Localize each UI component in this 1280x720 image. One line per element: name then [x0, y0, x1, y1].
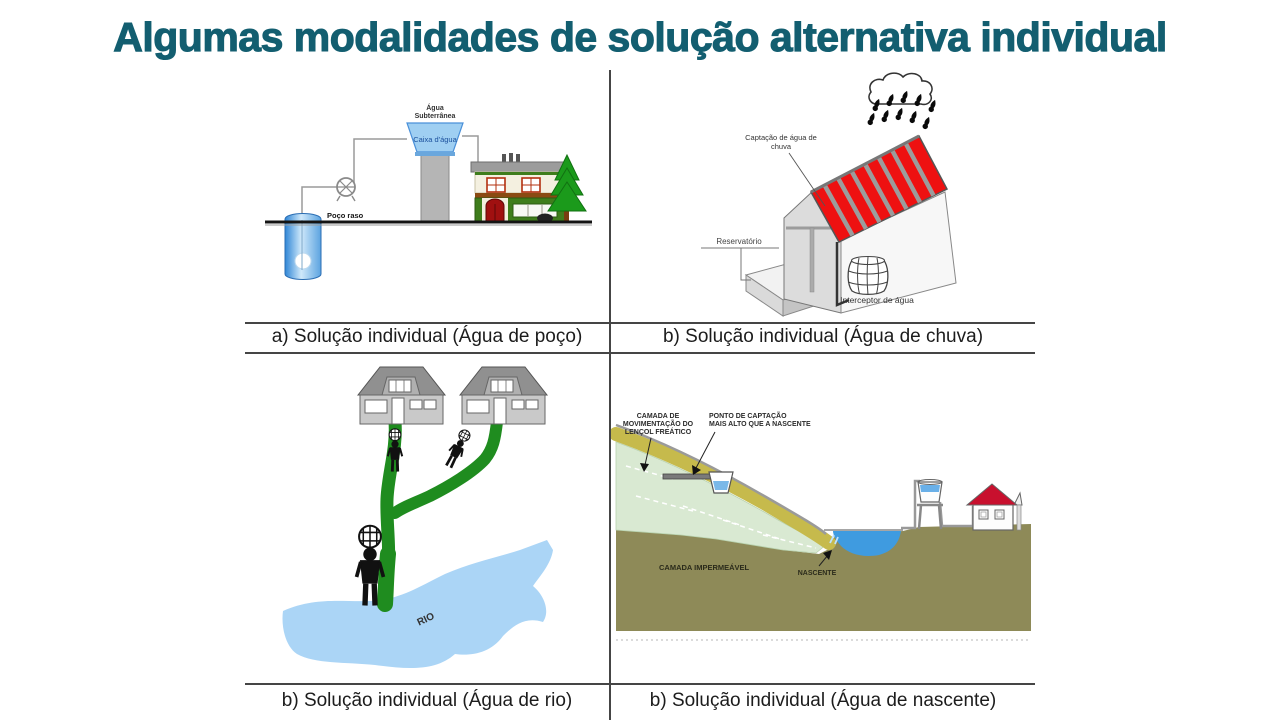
rain-house	[783, 134, 957, 314]
spring-splash	[829, 534, 839, 545]
caption-spring: b) Solução individual (Água de nascente)	[649, 690, 997, 711]
aquifer-layer	[615, 441, 828, 554]
page-title: Algumas modalidades de solução alternati…	[113, 13, 1168, 60]
well-diagram: Água Subterrânea Caixa d'água	[265, 103, 592, 280]
water-interceptor-barrel	[847, 255, 889, 296]
river-house	[458, 366, 549, 425]
water-tower	[406, 122, 464, 223]
pond	[833, 531, 901, 556]
person-carrying-water	[443, 427, 474, 470]
grid-line-mid	[245, 352, 1035, 354]
upper-window	[486, 177, 506, 193]
river-house	[356, 366, 447, 425]
water-tank-stand	[917, 503, 943, 530]
house	[470, 153, 570, 223]
intake-point-arrow-line	[695, 431, 716, 469]
red-roof	[809, 134, 949, 243]
pine-tree-icon	[547, 153, 587, 222]
rain-cloud-icon	[866, 72, 938, 130]
water-tank	[917, 479, 943, 503]
spring-house	[965, 483, 1023, 531]
slope-surface-line	[615, 423, 827, 535]
gutter-pipe	[835, 242, 850, 307]
water-tank-label: Caixa d'água	[413, 135, 457, 144]
intake-point-label-line2: MAIS ALTO QUE A NASCENTE	[709, 421, 811, 428]
groundwater-label-line2: Subterrânea	[415, 113, 456, 120]
caption-river: b) Solução individual (Água de rio)	[281, 690, 573, 711]
water-table-arrow-line	[644, 437, 652, 466]
collection-box	[708, 471, 734, 494]
upper-window	[521, 177, 541, 193]
catchment-label-line1: Captação de água de	[745, 133, 817, 142]
car	[537, 213, 553, 223]
reservoir-pointer-line	[701, 247, 779, 281]
caption-well: a) Solução individual (Água de poço)	[271, 326, 583, 347]
spring-label: NASCENTE	[798, 570, 837, 577]
well	[284, 213, 322, 280]
catchment-label-line2: chuva	[771, 142, 792, 151]
grid-line-top	[245, 322, 1035, 324]
pipes	[301, 135, 479, 270]
caption-rain: b) Solução individual (Água de chuva)	[662, 326, 984, 347]
catchment-pointer-line	[788, 152, 826, 207]
downspout	[1016, 504, 1022, 531]
water-table-label-line1: CAMADA DE	[637, 413, 680, 420]
shallow-well-label: Poço raso	[327, 211, 364, 220]
topsoil-layer	[611, 427, 836, 550]
spring-diagram: CAMADA DE MOVIMENTAÇÃO DO LENÇOL FREÁTIC…	[611, 411, 1031, 641]
pump-icon	[336, 177, 356, 202]
intake-pipe	[662, 473, 712, 480]
rain-diagram: Captação de água de chuva Reservatório I…	[701, 72, 957, 317]
reservoir-label: Reservatório	[716, 237, 762, 246]
intake-point-label-line1: PONTO DE CAPTAÇÃO	[709, 411, 787, 420]
impermeable-layer	[616, 524, 1031, 631]
ground-line	[265, 220, 592, 226]
groundwater-label-line1: Água	[426, 103, 444, 112]
spring-arrowhead	[823, 550, 832, 560]
water-table-label-line3: LENÇOL FREÁTICO	[625, 427, 692, 436]
diagram-grid: Água Subterrânea Caixa d'água	[245, 70, 1035, 720]
water-table-label-line2: MOVIMENTAÇÃO DO	[623, 419, 694, 428]
grid-line-vertical	[609, 70, 611, 720]
river	[282, 540, 553, 669]
red-roof	[965, 483, 1019, 506]
intake-point-arrowhead	[692, 465, 701, 475]
grid-line-bottom	[245, 683, 1035, 685]
water-table-arrowhead	[640, 463, 649, 472]
interceptor-label: Interceptor de água	[840, 295, 914, 305]
river-diagram: RIO	[282, 366, 553, 669]
impermeable-layer-label: CAMADA IMPERMEÁVEL	[659, 563, 750, 572]
